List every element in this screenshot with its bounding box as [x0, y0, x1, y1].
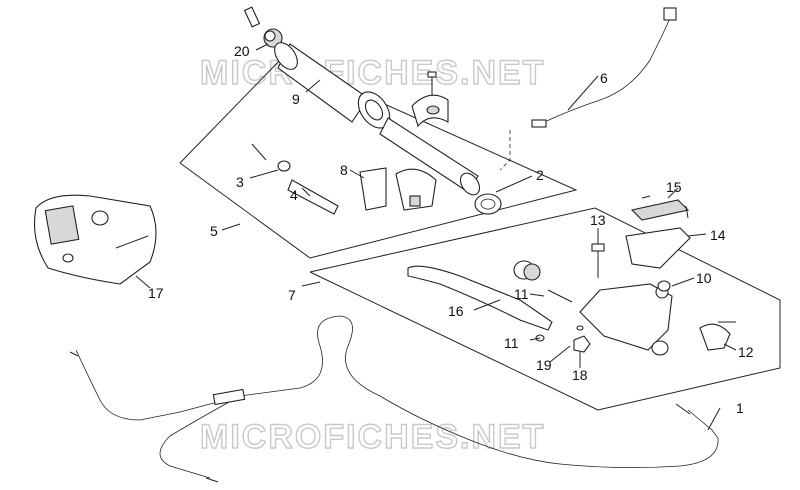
callout-1: 1 [736, 400, 744, 416]
brake-lever-part [407, 265, 553, 331]
callout-13: 13 [590, 212, 606, 228]
pivot-bolt-part [591, 243, 605, 278]
callout-11-upper: 11 [514, 286, 529, 302]
boot-part [287, 179, 339, 215]
callout-2: 2 [536, 167, 544, 183]
o-ring-part [474, 193, 502, 215]
callout-19: 19 [536, 357, 552, 373]
pivot-bushing-part [513, 260, 573, 303]
nut-washer-part [535, 325, 591, 353]
throttle-tube-part [379, 117, 481, 196]
callout-14: 14 [710, 227, 726, 243]
callout-3: 3 [236, 174, 244, 190]
callout-5: 5 [210, 223, 218, 239]
callout-7: 7 [288, 287, 296, 303]
switch-cable-part [531, 7, 677, 128]
callout-12: 12 [738, 344, 754, 360]
group-outline-brake [309, 207, 781, 411]
callout-4: 4 [290, 187, 298, 203]
reservoir-part [625, 199, 691, 269]
master-cylinder-part [579, 283, 673, 356]
callout-18: 18 [572, 367, 588, 383]
callout-16: 16 [448, 303, 464, 319]
throttle-housing-bottom-part [359, 167, 437, 211]
seal-ring-part [657, 280, 671, 292]
o-ring-inner [480, 198, 496, 210]
throttle-cable-part [69, 315, 719, 483]
group-outline-throttle [179, 57, 578, 259]
cover-screws-part [641, 195, 689, 219]
throttle-housing-top-part [411, 71, 449, 128]
callout-11-lower: 11 [504, 335, 519, 351]
watermark-top: MICROFICHES.NET [200, 54, 545, 92]
callout-10: 10 [696, 270, 712, 286]
dashed-cable [499, 130, 511, 171]
switch-housing-part [33, 194, 157, 285]
callout-17: 17 [148, 285, 164, 301]
callout-6: 6 [600, 70, 608, 86]
grip-part [274, 42, 391, 129]
screw-part-3 [251, 143, 291, 172]
callout-9: 9 [292, 91, 300, 107]
leader-lines [135, 43, 737, 431]
callout-20: 20 [234, 43, 250, 59]
watermark-bottom: MICROFICHES.NET [200, 418, 545, 456]
callout-15: 15 [666, 179, 682, 195]
callout-8: 8 [340, 162, 348, 178]
clamp-part [699, 321, 736, 351]
bar-end-part [243, 6, 283, 48]
